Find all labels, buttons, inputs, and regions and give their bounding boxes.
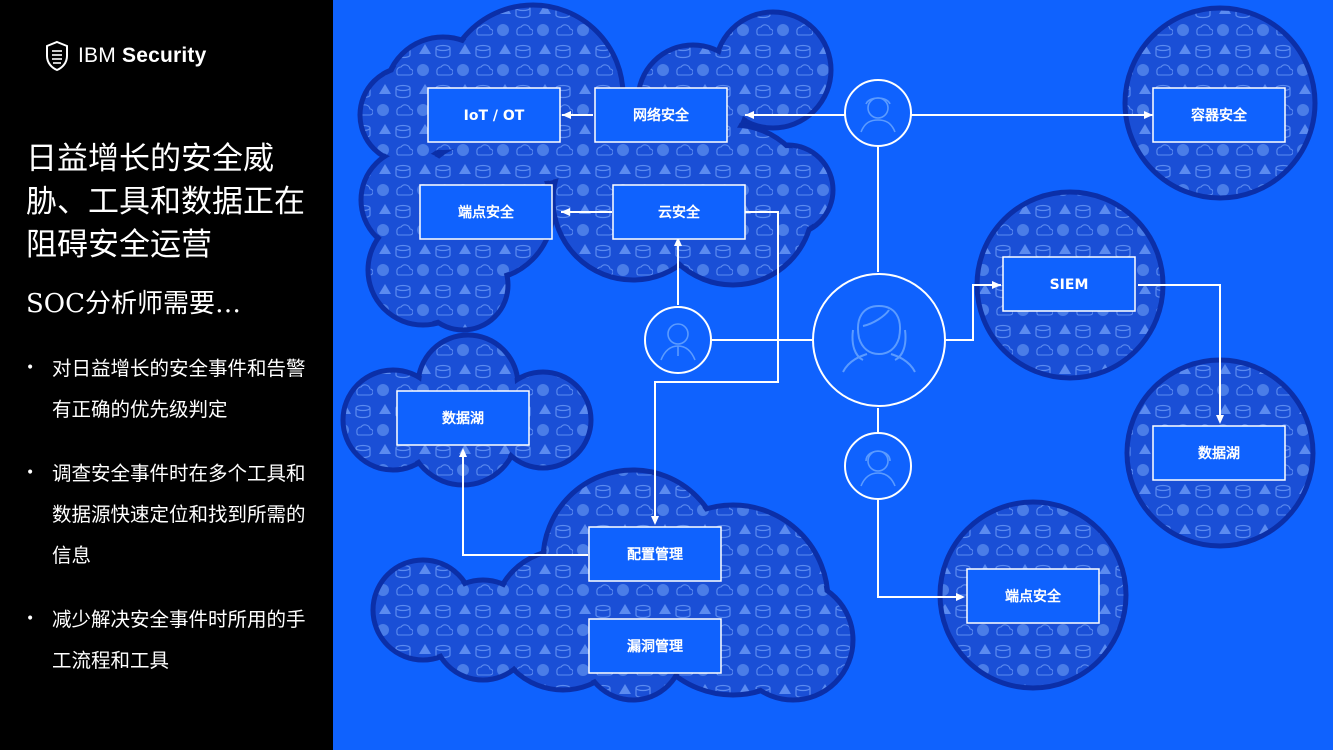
node-vuln-management: 漏洞管理 bbox=[589, 619, 721, 673]
node-data-lake-left: 数据湖 bbox=[397, 391, 529, 445]
user-avatar-top bbox=[845, 80, 911, 146]
sidebar-panel: IBM Security 日益增长的安全威胁、工具和数据正在阻碍安全运营 SOC… bbox=[0, 0, 333, 750]
node-cloud-security: 云安全 bbox=[613, 185, 745, 239]
security-ecosystem-diagram: IoT / OT 网络安全 端点安全 云安全 数据湖 配置管理 漏洞管理 容器 bbox=[333, 0, 1333, 750]
node-vuln-management-label: 漏洞管理 bbox=[627, 638, 683, 655]
user-avatar-left bbox=[645, 307, 711, 373]
needs-list-item-text: 减少解决安全事件时所用的手工流程和工具 bbox=[52, 608, 306, 672]
bullet-icon: • bbox=[26, 453, 34, 494]
node-endpoint-security-right-label: 端点安全 bbox=[1005, 588, 1062, 605]
brand-name: IBM Security bbox=[78, 44, 206, 68]
node-container-security-label: 容器安全 bbox=[1190, 107, 1248, 124]
needs-list-item: • 减少解决安全事件时所用的手工流程和工具 bbox=[22, 599, 312, 681]
node-data-lake-left-label: 数据湖 bbox=[442, 410, 484, 427]
node-data-lake-right-label: 数据湖 bbox=[1198, 445, 1240, 462]
node-iot-ot: IoT / OT bbox=[428, 88, 560, 142]
ibm-security-logo: IBM Security bbox=[44, 40, 206, 72]
node-iot-ot-label: IoT / OT bbox=[464, 108, 525, 124]
node-siem-label: SIEM bbox=[1050, 277, 1089, 293]
node-config-management-label: 配置管理 bbox=[627, 546, 683, 563]
bullet-icon: • bbox=[26, 599, 34, 640]
bullet-icon: • bbox=[26, 348, 34, 389]
page-headline: 日益增长的安全威胁、工具和数据正在阻碍安全运营 bbox=[26, 138, 316, 267]
user-avatar-bottom bbox=[845, 433, 911, 499]
needs-list-item-text: 调查安全事件时在多个工具和数据源快速定位和找到所需的信息 bbox=[52, 462, 306, 567]
node-endpoint-security-left: 端点安全 bbox=[420, 185, 552, 239]
node-data-lake-right: 数据湖 bbox=[1153, 426, 1285, 480]
node-container-security: 容器安全 bbox=[1153, 88, 1285, 142]
analyst-avatar-center bbox=[813, 274, 945, 406]
node-network-security: 网络安全 bbox=[595, 88, 727, 142]
needs-list-item: • 对日益增长的安全事件和告警有正确的优先级判定 bbox=[22, 348, 312, 430]
node-config-management: 配置管理 bbox=[589, 527, 721, 581]
node-siem: SIEM bbox=[1003, 257, 1135, 311]
ibm-security-shield-icon bbox=[44, 40, 70, 72]
node-cloud-security-label: 云安全 bbox=[658, 204, 701, 221]
node-endpoint-security-left-label: 端点安全 bbox=[458, 204, 515, 221]
page-subhead: SOC分析师需要… bbox=[26, 284, 241, 324]
needs-list-item-text: 对日益增长的安全事件和告警有正确的优先级判定 bbox=[52, 357, 306, 421]
needs-list-item: • 调查安全事件时在多个工具和数据源快速定位和找到所需的信息 bbox=[22, 453, 312, 576]
node-network-security-label: 网络安全 bbox=[633, 107, 690, 124]
node-endpoint-security-right: 端点安全 bbox=[967, 569, 1099, 623]
